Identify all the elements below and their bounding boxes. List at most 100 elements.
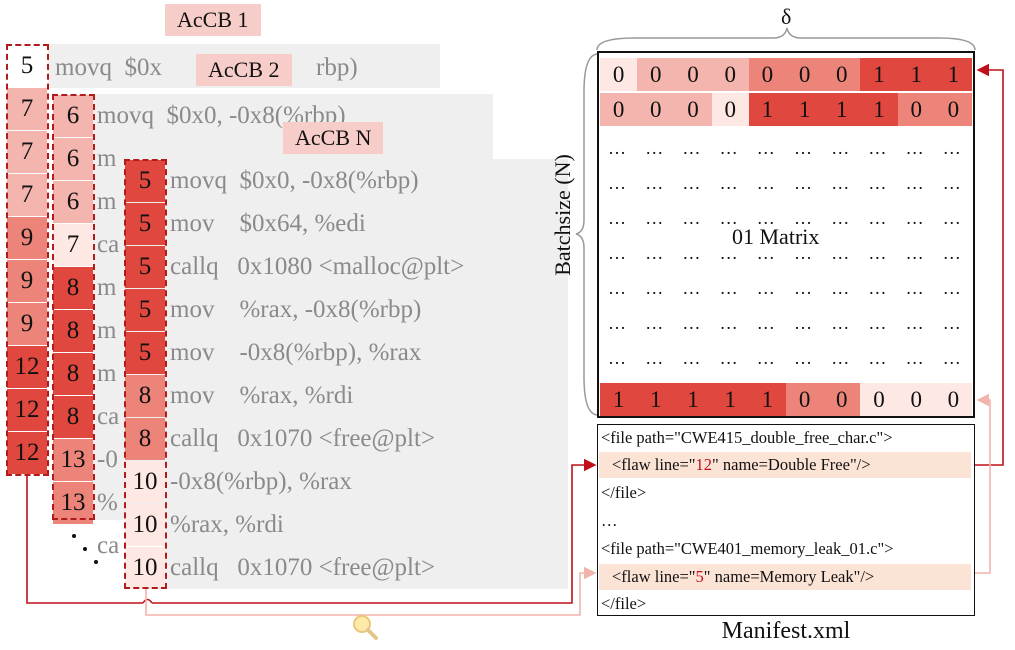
matrix-center-label: 01 Matrix [732, 224, 820, 249]
matrix-ellipsis-cell: … [942, 138, 961, 158]
matrix-ellipsis-cell: … [645, 348, 664, 368]
manifest-file1-open: <file path="CWE415_double_free_char.c"> [601, 428, 893, 447]
matrix-cell: 0 [637, 58, 675, 91]
matrix-ellipsis-cell: … [756, 348, 775, 368]
manifest-file2-open: <file path="CWE401_memory_leak_01.c"> [601, 539, 894, 558]
manifest-file2-close: </file> [601, 594, 647, 613]
matrix-ellipsis-cell: … [682, 348, 701, 368]
arrow-manifest-to-row1 [975, 63, 1004, 466]
matrix-cell: 1 [860, 58, 898, 91]
accbn-code-line: -0x8(%rbp), %rax [170, 468, 352, 495]
accb1-highlight-box [6, 44, 49, 476]
line-number-cell: 5 [7, 45, 47, 87]
manifest-flaw2-post: " name=Memory Leak"/> [703, 567, 875, 586]
line-number-cell: 8 [53, 396, 93, 438]
matrix-cell: 1 [748, 383, 786, 416]
arrow-accbn-to-manifest [145, 566, 597, 616]
accbn-code-line: callq 0x1080 <malloc@plt> [170, 253, 465, 280]
matrix-ellipsis-cell: … [868, 278, 887, 298]
manifest-flaw2: <flaw line="5" name=Memory Leak"/> [612, 566, 874, 588]
line-number-cell: 13 [53, 439, 93, 481]
accbn-code-line: mov %rax, %rdi [170, 382, 354, 409]
matrix-cell: 0 [860, 383, 898, 416]
accbn-code-line: callq 0x1070 <free@plt> [170, 425, 436, 452]
line-number-cell: 5 [125, 160, 165, 202]
manifest-highlight-flaw2 [599, 564, 971, 590]
matrix-cell: 0 [786, 383, 824, 416]
manifest-flaw1-post: " name=Double Free"/> [712, 455, 871, 474]
matrix-ellipsis-cell: … [645, 173, 664, 193]
line-number-cell: 8 [125, 375, 165, 417]
matrix-cell: 1 [637, 383, 675, 416]
matrix-cell: 0 [637, 93, 675, 126]
accbn-label: AcCB N [283, 122, 384, 154]
matrix-ellipsis-cell: … [682, 278, 701, 298]
matrix-ellipsis-cell: … [942, 278, 961, 298]
matrix-ellipsis-cell: … [905, 313, 924, 333]
matrix-ellipsis-cell: … [868, 348, 887, 368]
accb2-code-line: m [97, 188, 117, 215]
matrix-ellipsis-cell: … [682, 208, 701, 228]
line-number-cell: 10 [125, 547, 165, 589]
line-number-cell: 5 [125, 203, 165, 245]
matrix-ellipsis-cell: … [942, 313, 961, 333]
matrix-ellipsis-cell: … [645, 278, 664, 298]
matrix-ellipsis-cell: … [942, 348, 961, 368]
line-number-cell: 7 [7, 174, 47, 216]
matrix-ellipsis-cell: … [756, 313, 775, 333]
accb2-code-line: m [97, 360, 117, 387]
matrix-ellipsis-cell: … [682, 313, 701, 333]
matrix-ellipsis-cell: … [794, 348, 812, 368]
accb1-code-line: rbp) [316, 54, 358, 81]
matrix-ellipsis-cell: … [942, 243, 961, 263]
manifest-flaw1: <flaw line="12" name=Double Free"/> [612, 454, 871, 476]
line-number-cell: 7 [7, 131, 47, 173]
matrix-ellipsis-cell: … [831, 243, 850, 263]
accb2-highlight-box [52, 94, 95, 520]
matrix-ellipsis-cell: … [831, 138, 850, 158]
accb2-code-line: % [97, 489, 118, 516]
matrix-cell: 0 [711, 58, 749, 91]
accbn-highlight-box [124, 159, 167, 589]
matrix-ellipsis-cell: … [905, 173, 924, 193]
matrix-ellipsis-cell: … [608, 173, 626, 193]
matrix-ellipsis-cell: … [868, 313, 887, 333]
line-number-cell: 8 [53, 267, 93, 309]
matrix-cell: 0 [711, 93, 749, 126]
manifest-file1-close: </file> [601, 483, 647, 502]
matrix-ellipsis-cell: … [831, 208, 850, 228]
line-number-cell: 6 [53, 181, 93, 223]
accb1-label: AcCB 1 [165, 4, 261, 36]
line-number-cell: 7 [7, 88, 47, 130]
line-number-cell: 10 [125, 461, 165, 503]
matrix-cell: 0 [674, 58, 712, 91]
matrix-cell: 1 [786, 93, 824, 126]
matrix-ellipsis-cell: … [831, 348, 850, 368]
matrix-ellipsis-cell: … [682, 173, 701, 193]
matrix-ellipsis-cell: … [794, 208, 812, 228]
line-number-cell: 12 [7, 389, 47, 431]
manifest-flaw1-line: 12 [695, 455, 713, 474]
manifest-title: Manifest.xml [721, 618, 851, 644]
matrix-ellipsis-cell: … [905, 138, 924, 158]
matrix-ellipsis-cell: … [756, 243, 775, 263]
matrix-cell: 0 [897, 93, 935, 126]
accb2-code-line: ca [97, 532, 120, 559]
matrix-ellipsis-cell: … [868, 208, 887, 228]
matrix-ellipsis-cell: … [645, 313, 664, 333]
accb2-code-line: m [97, 274, 117, 301]
matrix-cell: 0 [823, 383, 861, 416]
matrix-cell: 0 [786, 58, 824, 91]
line-number-cell: 6 [53, 95, 93, 137]
matrix-ellipsis-cell: … [942, 208, 961, 228]
matrix-ellipsis-cell: … [794, 243, 812, 263]
manifest-ellipsis: … [601, 511, 618, 530]
matrix-ellipsis-cell: … [645, 208, 664, 228]
matrix-cell: 1 [748, 93, 786, 126]
matrix-cell: 0 [600, 58, 638, 91]
matrix-cell: 1 [823, 93, 861, 126]
matrix-ellipsis-cell: … [794, 173, 812, 193]
delta-brace [596, 27, 976, 51]
line-number-cell: 5 [125, 289, 165, 331]
